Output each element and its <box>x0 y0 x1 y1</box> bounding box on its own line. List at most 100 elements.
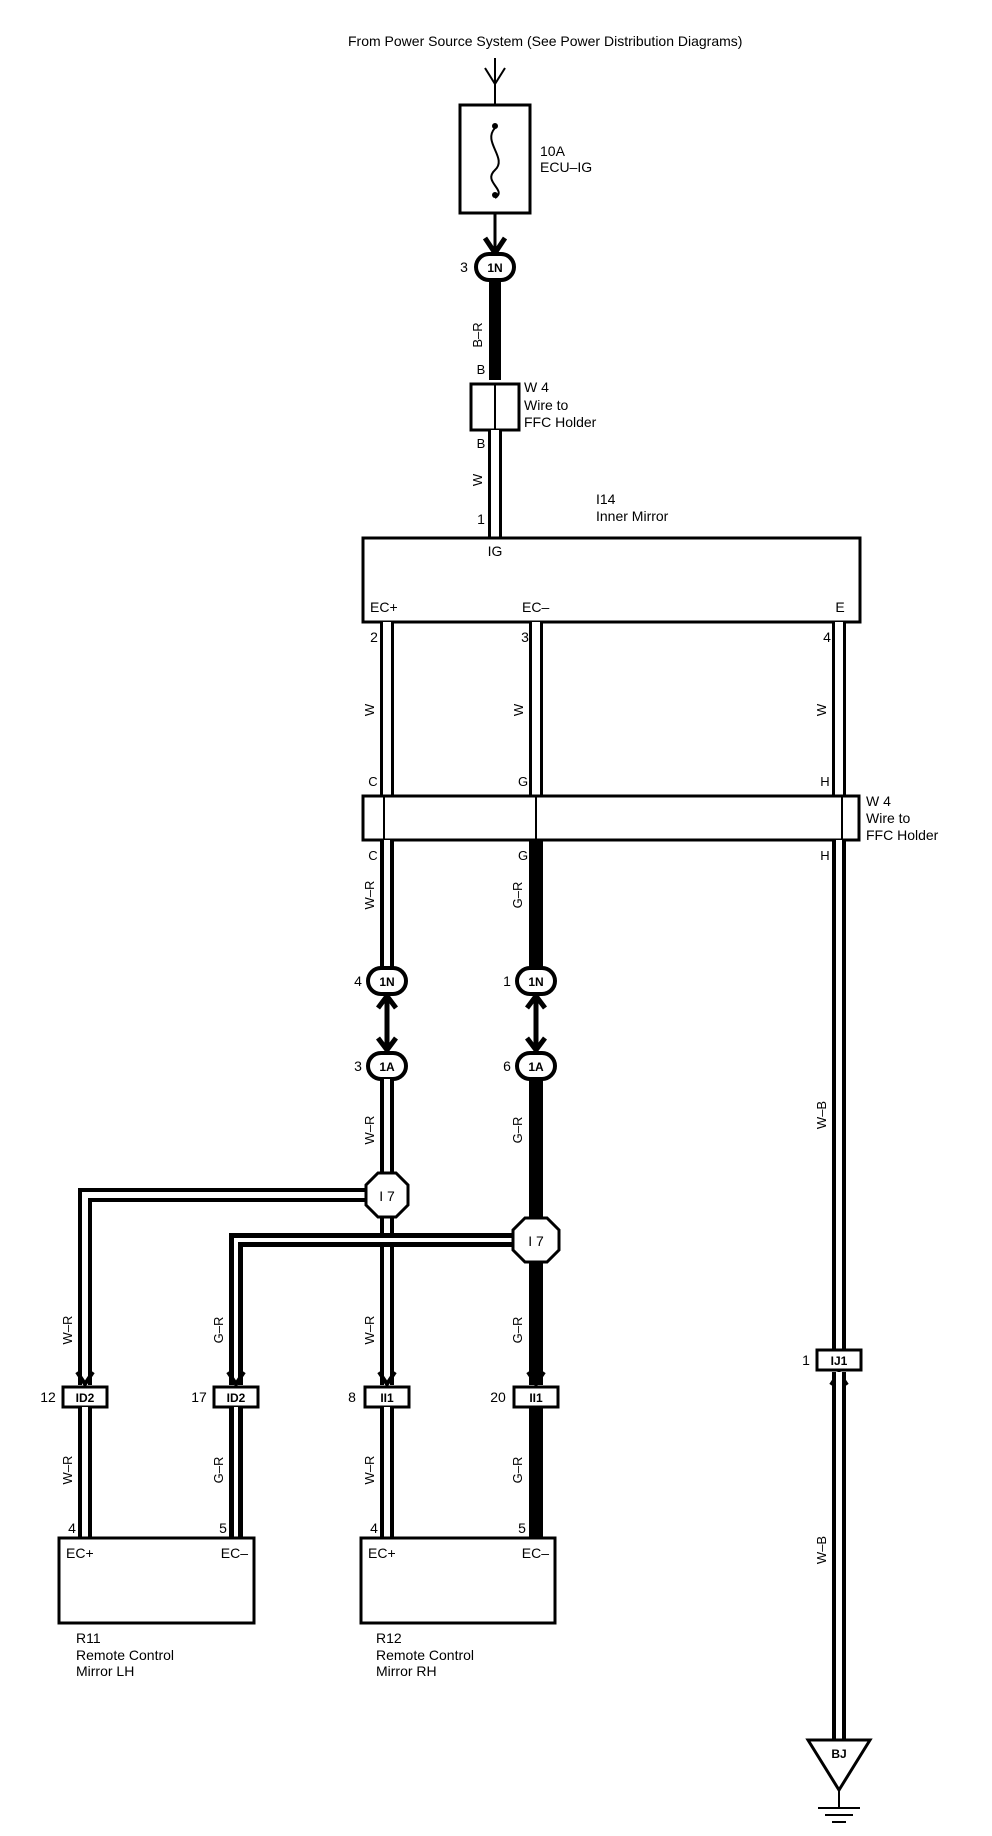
connector-1n-top-pin: 3 <box>460 259 468 275</box>
junction-i7-left: I 7 <box>364 1171 410 1219</box>
mirror-name: Inner Mirror <box>596 508 669 524</box>
connector-1n-left-pin: 4 <box>354 973 362 989</box>
r11-term-ecm: EC– <box>221 1545 248 1561</box>
r11-id: R11 <box>76 1630 101 1646</box>
wire-g-r-branch-lh-label: G–R <box>211 1317 226 1344</box>
wire-w-r-upper-label: W–R <box>362 881 377 910</box>
svg-text:1N: 1N <box>487 261 502 275</box>
wire-w-r-branch-lh <box>78 1188 368 1385</box>
svg-text:II1: II1 <box>529 1391 543 1405</box>
connector-id2-b: ID2 <box>212 1385 260 1409</box>
r12-box <box>359 1536 557 1625</box>
connector-id2-a-pin: 12 <box>40 1389 56 1405</box>
wire-g-r-to-r12-label: G–R <box>510 1457 525 1484</box>
mirror-term-e: E <box>835 599 844 615</box>
r12-pin-ecm: 5 <box>518 1520 526 1536</box>
connector-ii1-a: II1 <box>363 1385 411 1409</box>
connector-ii1-b: II1 <box>512 1385 560 1409</box>
connector-1n-left: 1N <box>366 966 408 996</box>
r12-id: R12 <box>376 1630 402 1646</box>
mirror-term-ig: IG <box>488 543 503 559</box>
w4-top-line1: Wire to <box>524 397 569 413</box>
w4-mid-line2: FFC Holder <box>866 827 939 843</box>
w4-mid-pin-g-bot: G <box>518 848 528 863</box>
connector-1n-top: 1N <box>474 252 516 282</box>
wire-w-b-lower-label: W–B <box>814 1536 829 1564</box>
r12-term-ecm: EC– <box>522 1545 549 1561</box>
wire-g-r-mid-label: G–R <box>510 1117 525 1144</box>
wire-b-r-label: B–R <box>470 322 485 347</box>
svg-text:1N: 1N <box>528 975 543 989</box>
svg-text:I 7: I 7 <box>379 1188 395 1204</box>
source-arrow <box>484 58 506 105</box>
w4-top-id: W 4 <box>524 379 549 395</box>
r12-line1: Remote Control <box>376 1647 474 1663</box>
connector-ij1-pin: 1 <box>802 1352 810 1368</box>
svg-text:I 7: I 7 <box>528 1233 544 1249</box>
wire-w-r-branch-lh-label: W–R <box>60 1316 75 1345</box>
w4-mid-id: W 4 <box>866 793 891 809</box>
w4-top-pin-out: B <box>477 436 486 451</box>
r12-pin-ecp: 4 <box>370 1520 378 1536</box>
wire-g-r-lower-label: G–R <box>510 1317 525 1344</box>
wire-w-b-upper-label: W–B <box>814 1101 829 1129</box>
r12-term-ecp: EC+ <box>368 1545 396 1561</box>
svg-text:BJ: BJ <box>831 1747 846 1761</box>
connector-1a-right-pin: 6 <box>503 1058 511 1074</box>
inner-mirror-box <box>361 536 862 624</box>
svg-text:1A: 1A <box>379 1060 395 1074</box>
svg-text:II1: II1 <box>380 1391 394 1405</box>
wire-w-mid-c-label: W <box>814 703 829 716</box>
mirror-pin-ecm: 3 <box>521 629 529 645</box>
wire-w-top-label: W <box>470 473 485 486</box>
wire-w-r-lower-label: W–R <box>362 1316 377 1345</box>
w4-mid-line1: Wire to <box>866 810 911 826</box>
connector-1n-right-pin: 1 <box>503 973 511 989</box>
wire-g-r-upper-label: G–R <box>510 882 525 909</box>
r11-pin-ecp: 4 <box>68 1520 76 1536</box>
fuse-rating: 10A <box>540 143 566 159</box>
w4-mid-pin-c-top: C <box>368 774 377 789</box>
wire-w-mid-a-label: W <box>362 703 377 716</box>
wire-g-r-branch-lh <box>229 1233 512 1385</box>
w4-mid-connector <box>361 794 861 842</box>
mirror-id: I14 <box>596 491 616 507</box>
mirror-term-ecp: EC+ <box>370 599 398 615</box>
mirror-pin-ig: 1 <box>477 511 485 527</box>
connector-1a-left-pin: 3 <box>354 1058 362 1074</box>
svg-text:ID2: ID2 <box>76 1391 95 1405</box>
mirror-pin-e: 4 <box>823 629 831 645</box>
r11-pin-ecm: 5 <box>219 1520 227 1536</box>
fuse-10a-ecu-ig <box>458 103 532 215</box>
mirror-term-ecm: EC– <box>522 599 549 615</box>
connector-ij1: IJ1 <box>815 1348 863 1372</box>
w4-mid-pin-h-top: H <box>820 774 829 789</box>
svg-text:1N: 1N <box>379 975 394 989</box>
r12-line2: Mirror RH <box>376 1663 437 1679</box>
wire-w-r-to-r11-label: W–R <box>60 1456 75 1485</box>
svg-text:1A: 1A <box>528 1060 544 1074</box>
connector-id2-a: ID2 <box>61 1385 109 1409</box>
w4-top-connector <box>469 382 521 432</box>
fuse-name: ECU–IG <box>540 159 592 175</box>
connector-id2-b-pin: 17 <box>191 1389 207 1405</box>
connector-ii1-a-pin: 8 <box>348 1389 356 1405</box>
connector-1a-right: 1A <box>515 1051 557 1081</box>
w4-mid-pin-c-bot: C <box>368 848 377 863</box>
r11-line1: Remote Control <box>76 1647 174 1663</box>
source-label: From Power Source System (See Power Dist… <box>348 33 742 49</box>
w4-top-pin-in: B <box>477 362 486 377</box>
svg-text:IJ1: IJ1 <box>831 1354 848 1368</box>
wire-w-r-mid-label: W–R <box>362 1116 377 1145</box>
w4-mid-pin-g-top: G <box>518 774 528 789</box>
w4-top-line2: FFC Holder <box>524 414 597 430</box>
wire-g-r-to-r11-label: G–R <box>211 1457 226 1484</box>
wire-w-r-to-r12-label: W–R <box>362 1456 377 1485</box>
wire-w-mid-b-label: W <box>511 703 526 716</box>
connector-1n-right: 1N <box>515 966 557 996</box>
w4-mid-pin-h-bot: H <box>820 848 829 863</box>
svg-text:ID2: ID2 <box>227 1391 246 1405</box>
r11-term-ecp: EC+ <box>66 1545 94 1561</box>
connector-1a-left: 1A <box>366 1051 408 1081</box>
